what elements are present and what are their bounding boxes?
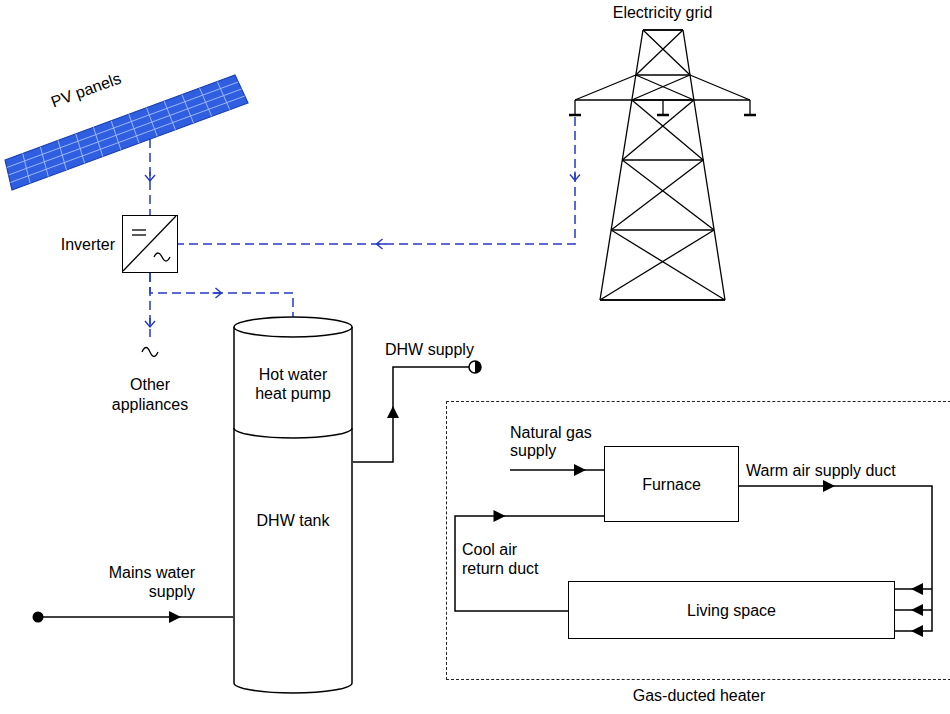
pylon-illustration (565, 0, 760, 305)
pylon-member (636, 30, 683, 75)
furnace-box: Furnace (604, 446, 739, 522)
dc-symbol (132, 229, 146, 230)
node-label: DHW tank (233, 511, 353, 530)
inverter-symbol (123, 216, 176, 271)
dhw-supply-pipe (353, 367, 469, 462)
outlet-terminal-fill (475, 361, 481, 373)
node-label: Other appliances (100, 375, 200, 415)
flow-arrow (169, 611, 181, 623)
pylon-member (600, 230, 714, 300)
living-space-box: Living space (568, 581, 895, 639)
connector-line (178, 117, 575, 244)
chevron-arrowhead (570, 172, 580, 181)
connector-line (150, 273, 293, 317)
grid-pylon: Electricity grid (565, 0, 760, 305)
pylon-member (690, 75, 750, 100)
pylon-member (643, 29, 683, 30)
triangle-arrowhead (494, 510, 506, 522)
duct-label: Cool air return duct (462, 540, 562, 578)
pylon-member (632, 75, 690, 100)
outlet-terminal (469, 361, 481, 373)
chevron-arrowhead (377, 239, 386, 249)
pylon-member (600, 30, 643, 300)
panel-cell-line (9, 89, 242, 175)
panel-cell-line (7, 82, 239, 168)
pylon-member (643, 29, 683, 30)
flow-arrow (574, 464, 586, 476)
pylon-member (662, 100, 663, 115)
tank-top (234, 317, 352, 337)
ac-wave (142, 348, 158, 357)
triangle-arrowhead (911, 625, 923, 637)
pylon-member (574, 100, 575, 115)
insulator (569, 114, 581, 117)
annotation-label: DHW supply (385, 340, 474, 359)
pylon-member (600, 299, 725, 300)
appliance-symbol (100, 337, 200, 367)
pylon-member (611, 160, 703, 230)
pylon-member (622, 100, 694, 160)
duct-label: Warm air supply duct (746, 461, 896, 480)
node-label: Furnace (642, 475, 701, 494)
pylon-member (643, 30, 690, 75)
tank-body (234, 327, 352, 693)
node-label: Hot water heat pump (245, 365, 341, 403)
pylon-member (749, 100, 750, 115)
node-label: PV panels (48, 69, 123, 112)
pylon-member (611, 230, 725, 300)
gas-supply-pipe (510, 469, 605, 471)
chevron-arrowhead (145, 318, 155, 327)
inverter-diagonal (123, 216, 176, 271)
dc-symbol (132, 234, 146, 235)
inverter-box: Inverter (122, 215, 178, 273)
heat-pump-section: Hot water heat pump (233, 315, 353, 428)
pv-panel: PV panels (0, 68, 250, 203)
pylon-member (683, 30, 725, 300)
pylon-member (622, 160, 714, 230)
node-label: Gas-ducted heater (633, 686, 766, 705)
pylon-member (632, 100, 703, 160)
insulator (657, 114, 669, 117)
mains-water-pipe (38, 616, 233, 618)
pylon-member (636, 75, 694, 100)
power-connector (178, 117, 580, 249)
power-connector (145, 139, 155, 215)
flow-arrow (387, 406, 399, 418)
node-label: Inverter (61, 235, 115, 254)
triangle-arrowhead (911, 583, 923, 595)
ac-symbol (154, 253, 170, 261)
pv-panel (5, 75, 248, 190)
chevron-arrowhead (145, 172, 155, 181)
panel-cell-line (10, 96, 245, 183)
pylon-member (622, 159, 703, 160)
supply-terminal (33, 612, 44, 623)
triangle-arrowhead (823, 480, 835, 492)
annotation-label: Natural gas supply (510, 424, 606, 460)
insulator (744, 114, 756, 117)
annotation-label: Mains water supply (86, 563, 195, 601)
dhw-tank: DHW tank Hot water heat pump (233, 315, 353, 695)
chevron-arrowhead (213, 288, 222, 298)
pylon-member (575, 75, 636, 100)
power-connector (145, 273, 155, 337)
pylon-member (600, 299, 725, 300)
node-label: Electricity grid (565, 3, 760, 22)
appliance-load: Other appliances (100, 337, 200, 417)
triangle-arrowhead (911, 604, 923, 616)
pylon-member (636, 74, 690, 75)
power-connector (150, 273, 293, 317)
pv-panel-illustration (0, 68, 250, 203)
pylon-member (611, 229, 714, 230)
tank-divider (234, 428, 352, 438)
node-label: Living space (687, 601, 776, 620)
